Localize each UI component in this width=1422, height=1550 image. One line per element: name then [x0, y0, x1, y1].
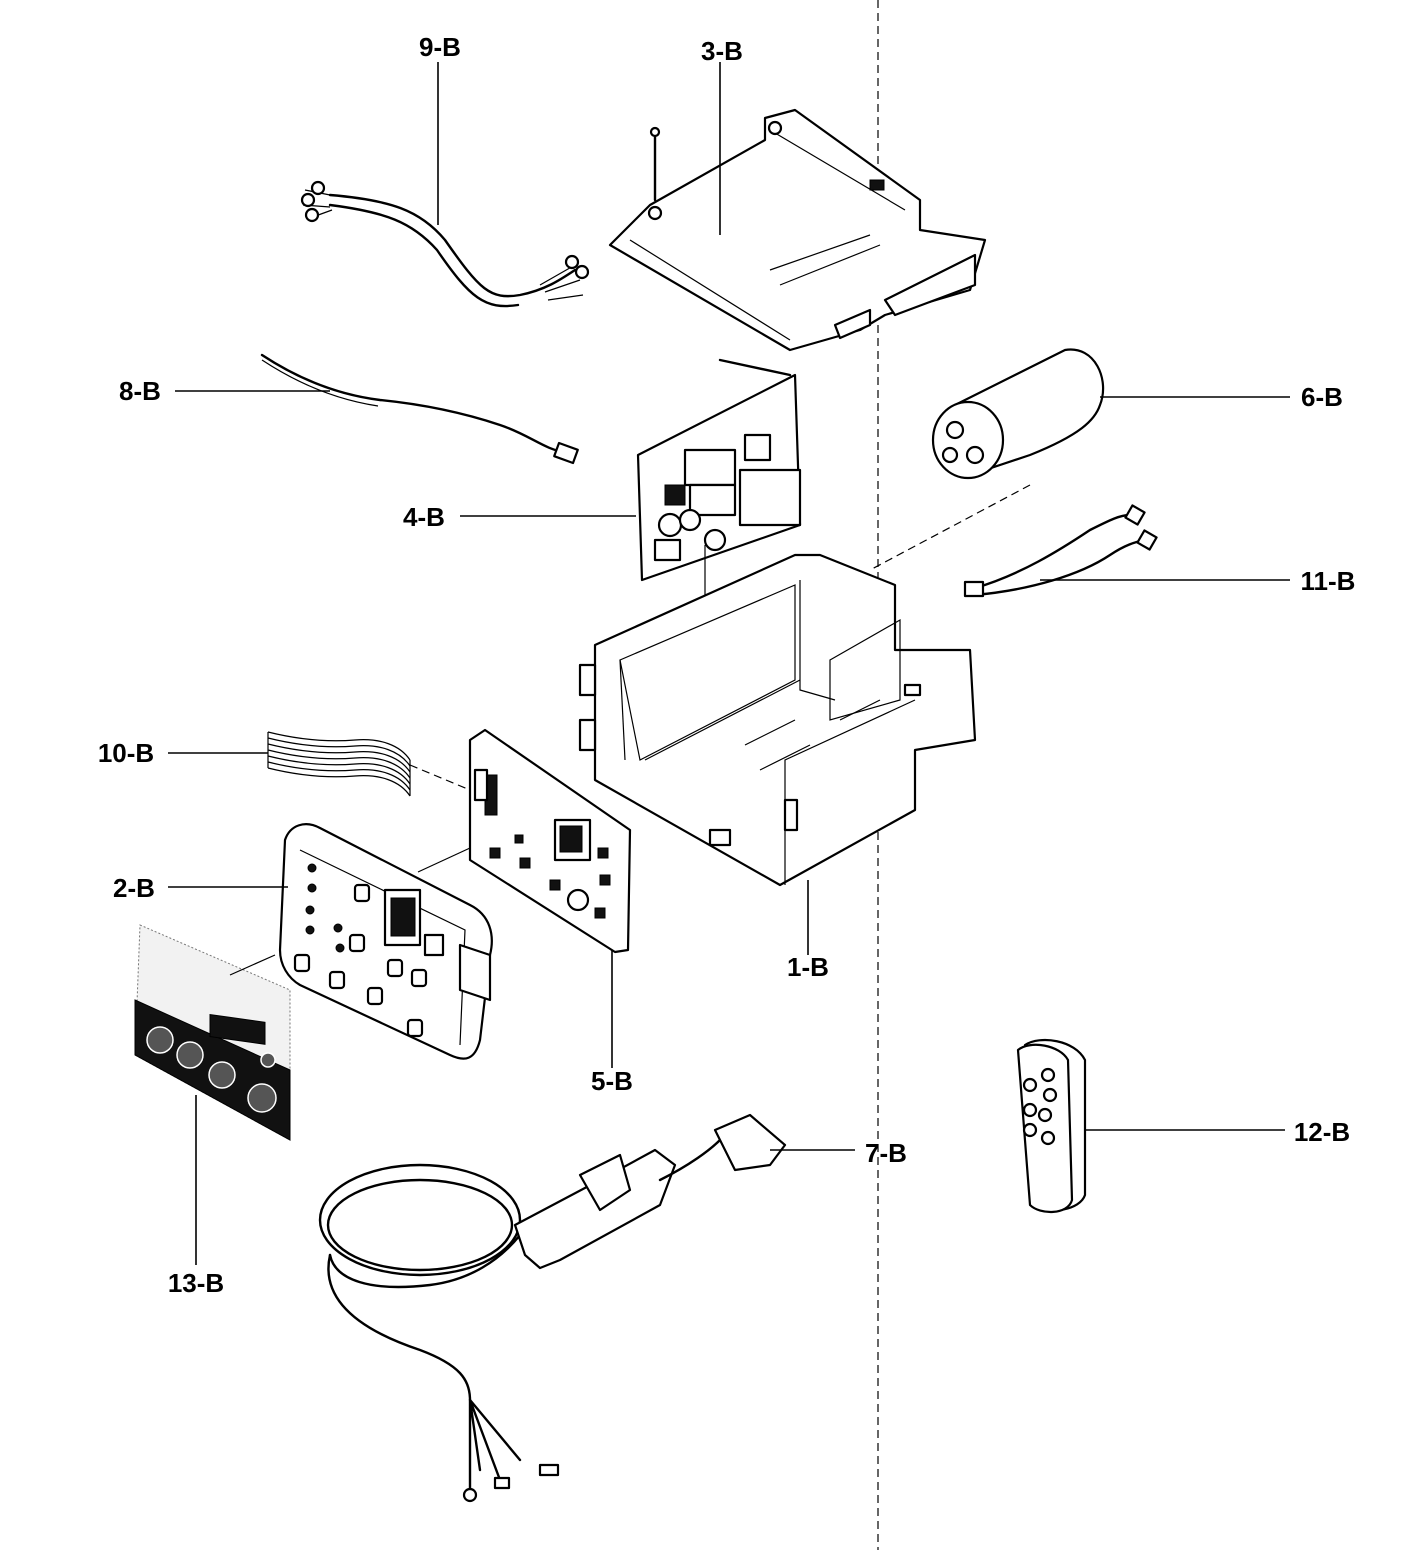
part-11b-capacitor-wire: [963, 504, 1158, 598]
label-9b: 9-B: [419, 32, 461, 62]
part-13b-front-decal: [134, 924, 291, 1141]
part-4b-main-pcb: [636, 358, 802, 720]
label-13b: 13-B: [168, 1268, 224, 1298]
part-9b-wire-harness: [300, 180, 590, 308]
label-5b: 5-B: [591, 1066, 633, 1096]
label-8b: 8-B: [119, 376, 161, 406]
part-7b-power-cord: [318, 1113, 787, 1503]
label-3b: 3-B: [701, 36, 743, 66]
label-4b: 4-B: [403, 502, 445, 532]
part-10b-ribbon-cable: [267, 731, 471, 797]
part-6b-capacitor: [869, 348, 1105, 571]
part-3b-top-cover: [608, 108, 987, 352]
part-8b-sensor-wire: [260, 353, 579, 465]
part-5b-display-pcb: [468, 728, 632, 954]
label-11b: 11-B: [1301, 566, 1356, 596]
part-12b-remote-control: [1016, 1038, 1087, 1213]
label-1b: 1-B: [787, 952, 829, 982]
part-1b-control-box: [578, 553, 977, 887]
part-2b-front-panel: [278, 823, 493, 1060]
label-7b: 7-B: [865, 1138, 907, 1168]
label-6b: 6-B: [1301, 382, 1343, 412]
label-2b: 2-B: [113, 873, 155, 903]
label-12b: 12-B: [1294, 1117, 1350, 1147]
label-10b: 10-B: [98, 738, 154, 768]
